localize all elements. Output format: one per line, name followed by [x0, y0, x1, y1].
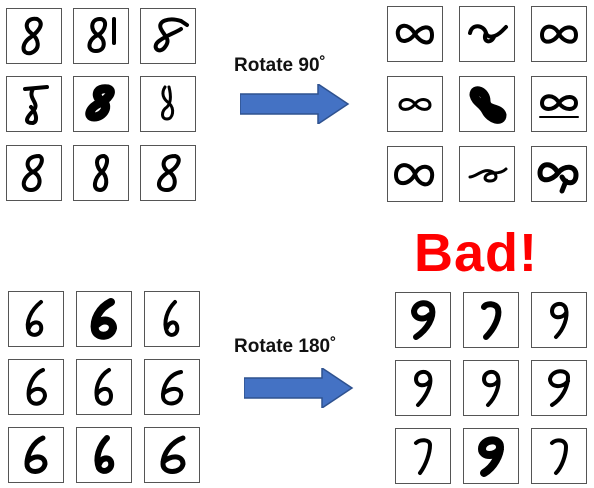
digit-cell: [531, 6, 587, 62]
digit-cell: [140, 8, 196, 64]
digit-cell: [463, 360, 519, 416]
digit-cell: [387, 6, 443, 62]
arrow-right-icon: [240, 84, 350, 124]
digit-cell: [395, 360, 451, 416]
digit-cell: [395, 428, 451, 484]
digit-cell: [140, 145, 196, 201]
digit-cell: [6, 8, 62, 64]
digit-cell: [144, 427, 200, 483]
digit-cell: [144, 359, 200, 415]
digit-cell: [387, 146, 443, 202]
digit-cell: [395, 292, 451, 348]
digit-cell: [531, 76, 587, 132]
digit-cell: [6, 145, 62, 201]
digit-cell: [73, 8, 129, 64]
digit-cell: [531, 146, 587, 202]
digit-cell: [8, 427, 64, 483]
digit-cell: [459, 146, 515, 202]
rotate-90-label: Rotate 90˚: [234, 55, 326, 76]
digit-cell: [463, 292, 519, 348]
digit-cell: [387, 76, 443, 132]
digit-cell: [8, 291, 64, 347]
digit-cell: [531, 292, 587, 348]
digit-cell: [459, 6, 515, 62]
digit-cell: [459, 76, 515, 132]
digit-cell: [76, 427, 132, 483]
digit-cell: [73, 76, 129, 132]
arrow-right-icon: [244, 368, 354, 408]
digit-cell: [73, 145, 129, 201]
digit-cell: [144, 291, 200, 347]
bad-verdict-label: Bad!: [414, 223, 538, 283]
digit-cell: [463, 428, 519, 484]
digit-cell: [76, 359, 132, 415]
rotate-180-label: Rotate 180˚: [234, 336, 337, 357]
digit-cell: [531, 360, 587, 416]
digit-cell: [531, 428, 587, 484]
digit-cell: [8, 359, 64, 415]
digit-cell: [140, 76, 196, 132]
digit-cell: [76, 291, 132, 347]
digit-cell: [6, 76, 62, 132]
